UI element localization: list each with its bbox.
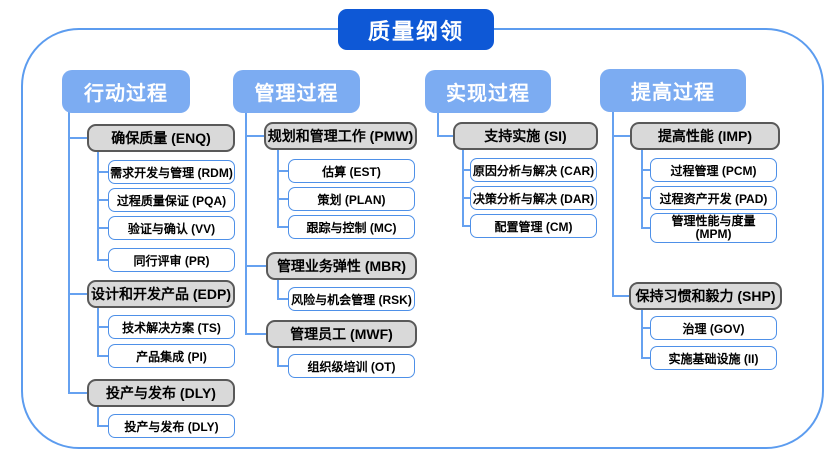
connector-line (68, 112, 70, 394)
node-pi: 产品集成 (PI) (108, 344, 235, 368)
column-header-management-process: 管理过程 (233, 70, 360, 113)
node-rsk: 风险与机会管理 (RSK) (288, 287, 415, 311)
connector-line (462, 150, 464, 226)
node-dar: 决策分析与解决 (DAR) (470, 186, 597, 210)
node-dly: 投产与发布 (DLY) (87, 379, 235, 407)
connector-line (641, 357, 650, 359)
node-enq: 确保质量 (ENQ) (87, 124, 235, 152)
connector-line (612, 295, 629, 297)
connector-line (641, 197, 650, 199)
connector-line (612, 135, 630, 137)
node-gov: 治理 (GOV) (650, 316, 777, 340)
node-mc: 跟踪与控制 (MC) (288, 215, 415, 239)
connector-line (277, 298, 288, 300)
node-ts: 技术解决方案 (TS) (108, 315, 235, 339)
connector-line (97, 259, 108, 261)
connector-line (277, 226, 288, 228)
connector-line (97, 199, 108, 201)
node-si: 支持实施 (SI) (453, 122, 598, 150)
node-pcm: 过程管理 (PCM) (650, 158, 777, 182)
connector-line (97, 308, 99, 356)
node-vv: 验证与确认 (VV) (108, 216, 235, 240)
node-car: 原因分析与解决 (CAR) (470, 158, 597, 182)
node-dly-child: 投产与发布 (DLY) (108, 414, 235, 438)
connector-line (612, 112, 614, 296)
connector-line (641, 150, 643, 228)
column-header-improvement-process: 提高过程 (600, 69, 746, 112)
node-est: 估算 (EST) (288, 159, 415, 183)
node-edp: 设计和开发产品 (EDP) (87, 280, 235, 308)
node-imp: 提高性能 (IMP) (630, 122, 780, 150)
connector-line (462, 169, 470, 171)
node-pqa: 过程质量保证 (PQA) (108, 188, 235, 212)
connector-line (97, 326, 108, 328)
node-pmw: 规划和管理工作 (PMW) (264, 122, 417, 150)
connector-line (641, 310, 643, 358)
connector-line (437, 113, 439, 136)
node-pad: 过程资产开发 (PAD) (650, 186, 777, 210)
connector-line (277, 348, 279, 366)
connector-line (641, 327, 650, 329)
connector-line (277, 170, 288, 172)
connector-line (641, 227, 650, 229)
connector-line (97, 355, 108, 357)
node-shp: 保持习惯和毅力 (SHP) (629, 282, 782, 310)
connector-line (245, 113, 247, 334)
node-mwf: 管理员工 (MWF) (266, 320, 417, 348)
column-header-action-process: 行动过程 (62, 70, 190, 113)
node-pr: 同行评审 (PR) (108, 248, 235, 272)
connector-line (437, 135, 453, 137)
connector-line (68, 392, 87, 394)
column-header-realization-process: 实现过程 (425, 70, 551, 113)
connector-line (68, 137, 87, 139)
connector-line (97, 407, 99, 426)
connector-line (245, 265, 266, 267)
node-plan: 策划 (PLAN) (288, 187, 415, 211)
connector-line (277, 365, 288, 367)
node-rdm: 需求开发与管理 (RDM) (108, 160, 235, 184)
connector-line (277, 280, 279, 299)
connector-line (68, 293, 87, 295)
connector-line (97, 227, 108, 229)
connector-line (277, 150, 279, 227)
connector-line (462, 197, 470, 199)
connector-line (641, 169, 650, 171)
node-ii: 实施基础设施 (II) (650, 346, 777, 370)
connector-line (97, 425, 108, 427)
connector-line (245, 135, 264, 137)
connector-line (277, 198, 288, 200)
connector-line (462, 225, 470, 227)
connector-line (97, 171, 108, 173)
connector-line (245, 333, 266, 335)
connector-line (97, 152, 99, 260)
node-mbr: 管理业务弹性 (MBR) (266, 252, 417, 280)
node-cm: 配置管理 (CM) (470, 214, 597, 238)
diagram-title: 质量纲领 (338, 9, 494, 50)
node-mpm: 管理性能与度量 (MPM) (650, 213, 777, 243)
node-ot: 组织级培训 (OT) (288, 354, 415, 378)
